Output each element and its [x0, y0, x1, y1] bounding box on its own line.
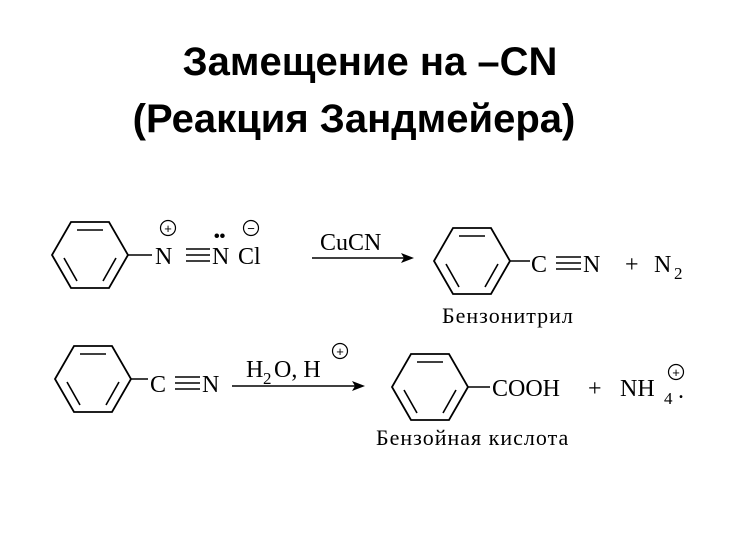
svg-text:−: − — [247, 221, 255, 236]
plus-sign-2: + — [588, 376, 602, 402]
triple-bond-cn-2 — [175, 376, 200, 390]
slide-title-line1: Замещение на –CN — [182, 40, 558, 84]
benzene-ring-benzoic-acid — [390, 353, 470, 421]
nitrile-c-2: C — [150, 372, 166, 398]
svg-text:+: + — [672, 365, 680, 380]
trailing-dot: . — [678, 378, 684, 404]
triple-bond-nn — [186, 248, 210, 262]
svg-text:+: + — [164, 221, 172, 236]
ammonium-ion: NH — [620, 376, 655, 402]
benzene-ring-reactant-2 — [53, 345, 133, 413]
negative-charge-cl: − — [242, 219, 260, 237]
positive-charge-h: + — [331, 342, 349, 360]
lone-pair-dots: •• — [214, 228, 226, 245]
reagent-h: H — [246, 357, 263, 383]
slide-title-line2: (Реакция Зандмейера) — [132, 97, 576, 141]
nitrile-n: N — [583, 252, 600, 278]
svg-text:+: + — [336, 344, 344, 359]
nitrile-c: C — [531, 252, 547, 278]
reagent-water-acid: O, H — [274, 357, 321, 383]
carboxyl-group: COOH — [492, 376, 560, 402]
nitrogen-gas: N — [654, 252, 671, 278]
reagent-h-subscript: 2 — [263, 369, 272, 388]
chloride-counterion: Cl — [238, 244, 261, 270]
positive-charge-n1: + — [159, 219, 177, 237]
benzene-ring-benzonitrile — [432, 227, 512, 295]
diazonium-n1: N — [155, 244, 172, 270]
product-name-benzoic-acid: Бензойная кислота — [376, 425, 569, 450]
nitrogen-gas-subscript: 2 — [674, 264, 683, 283]
diazonium-n2: N — [212, 244, 229, 270]
product-name-benzonitrile: Бензонитрил — [442, 303, 574, 328]
positive-charge-ammonium: + — [667, 363, 685, 381]
plus-sign-1: + — [625, 252, 639, 278]
reagent-cucn: CuCN — [320, 230, 381, 256]
ammonium-subscript: 4 — [664, 389, 673, 408]
nitrile-n-2: N — [202, 372, 219, 398]
benzene-ring-diazonium — [50, 221, 130, 289]
reaction-arrow-2 — [232, 381, 365, 391]
reaction-arrow-1 — [312, 253, 414, 263]
triple-bond-cn-1 — [556, 256, 581, 270]
